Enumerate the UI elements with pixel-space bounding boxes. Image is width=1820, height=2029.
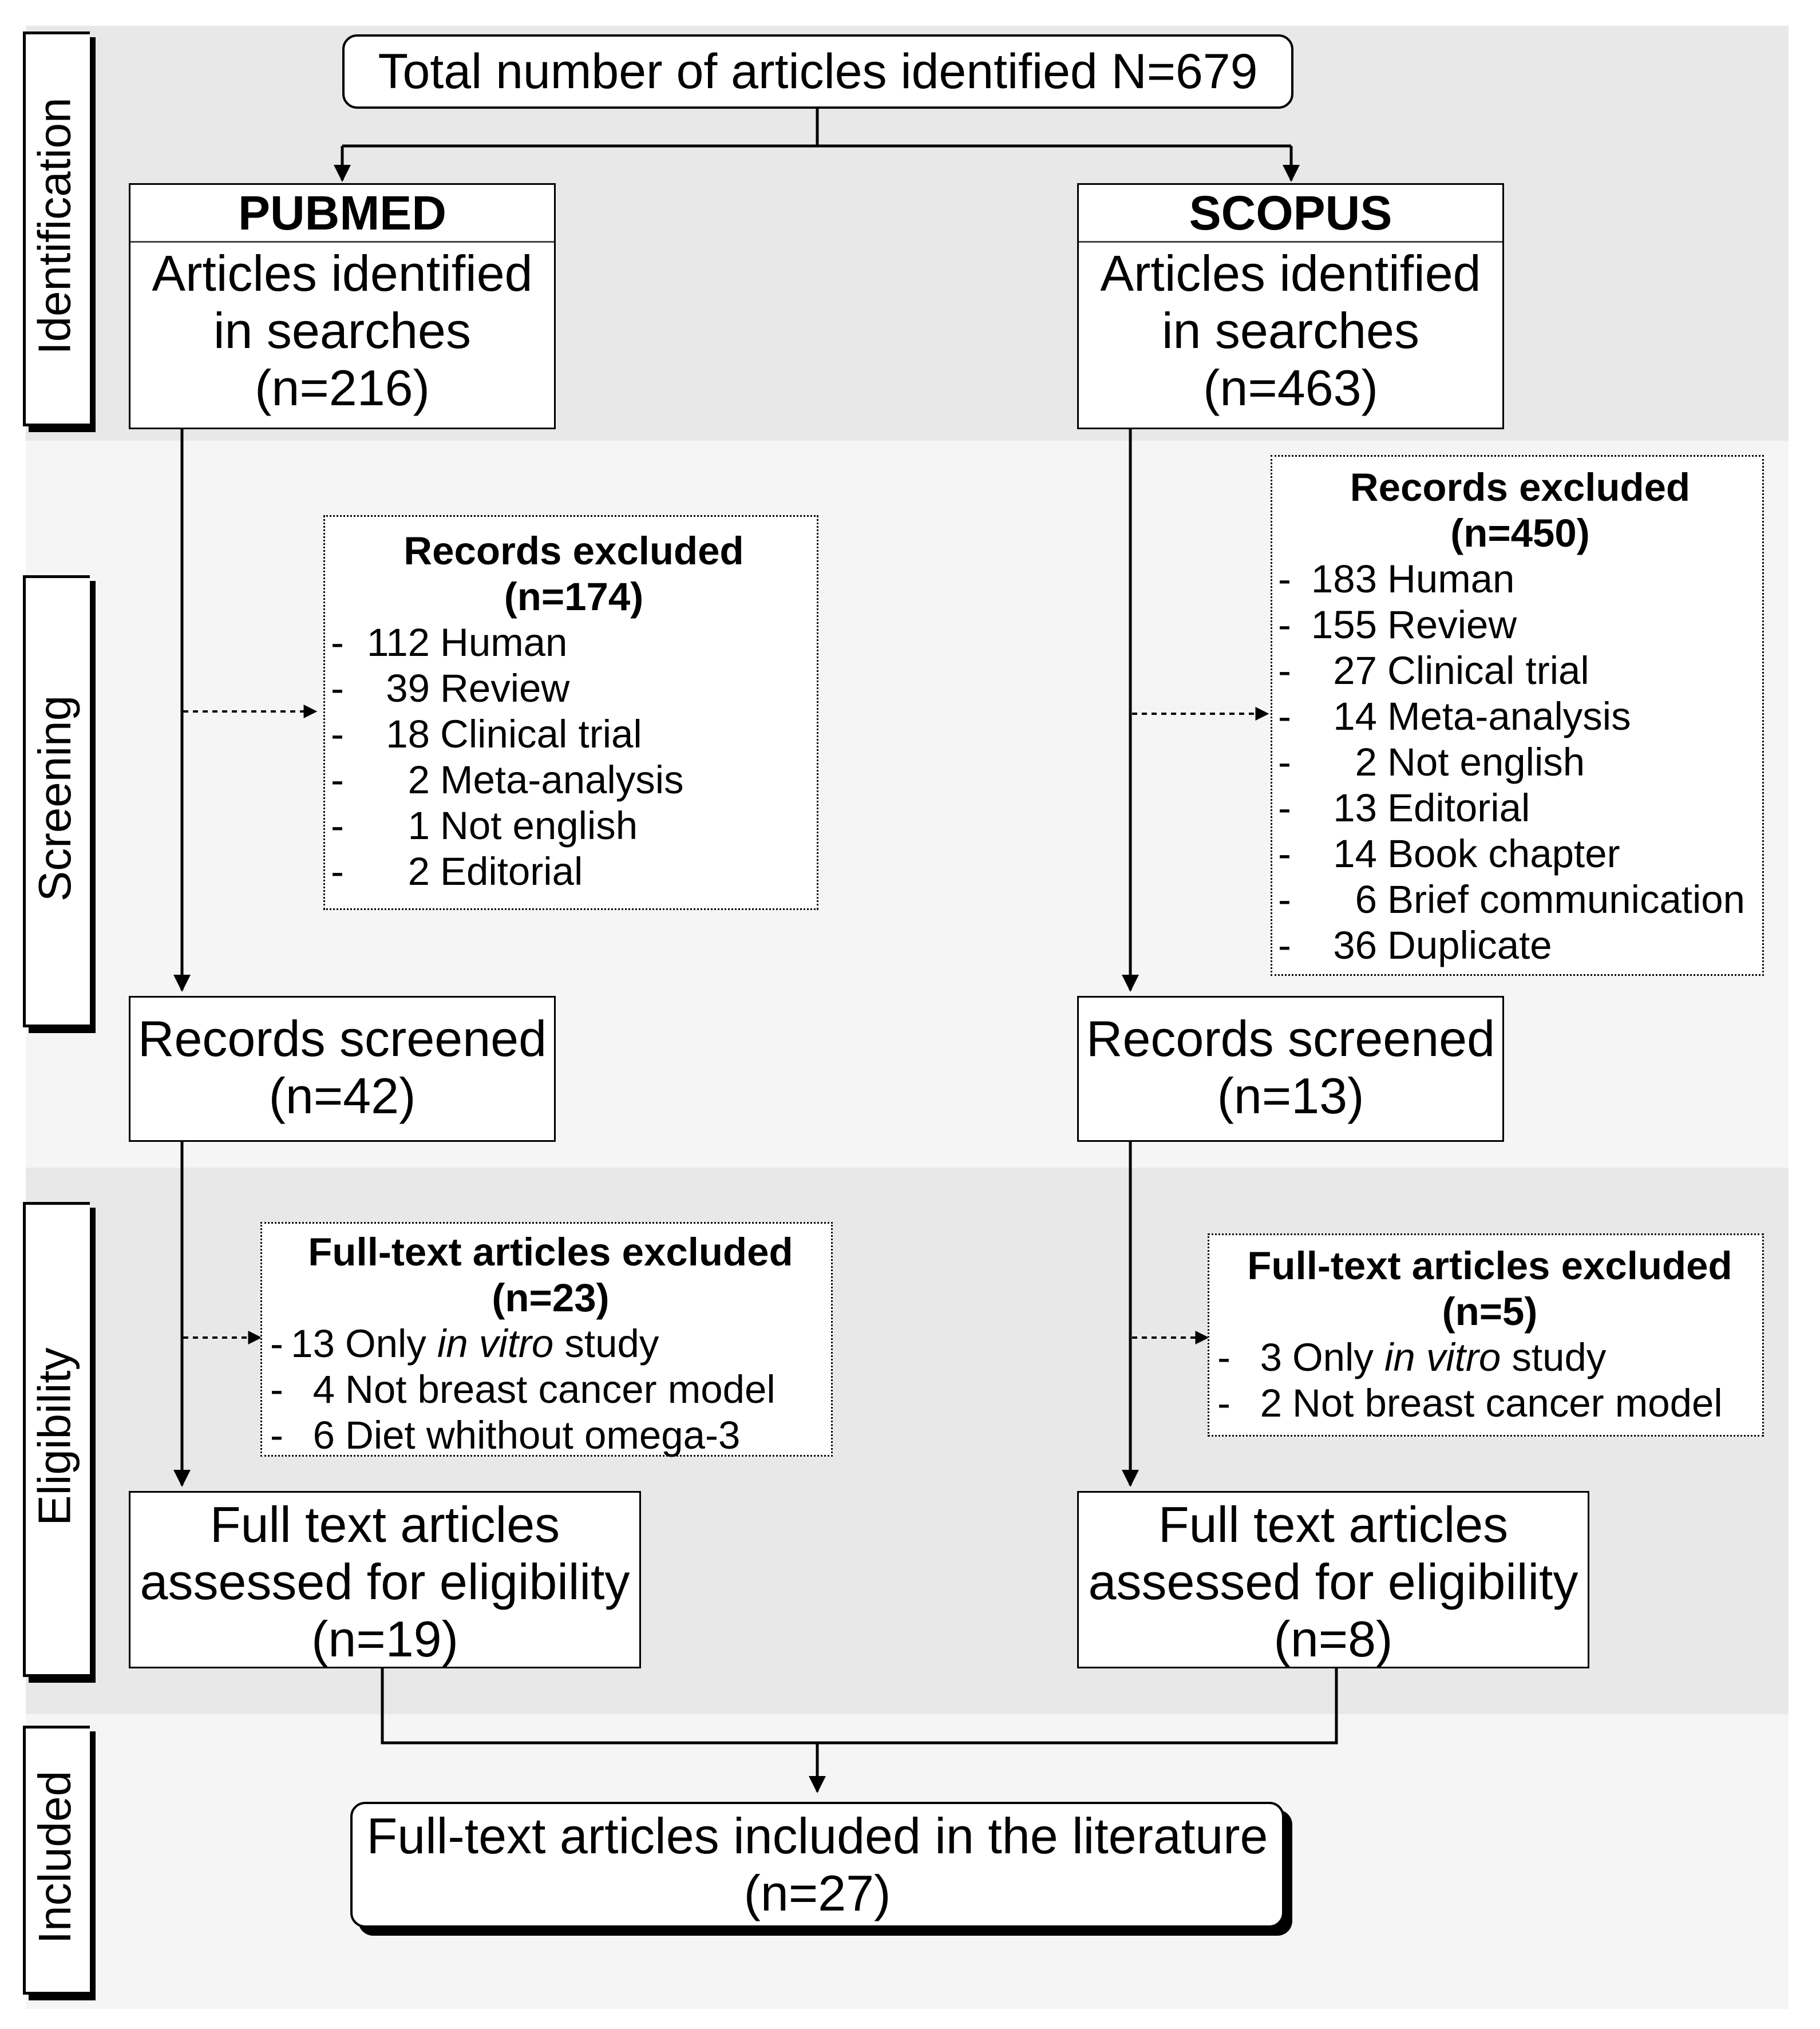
connector-total-split (342, 109, 1291, 148)
stage-tab-identification (23, 31, 90, 426)
included-box: Full-text articles included in the liter… (350, 1802, 1284, 1928)
pubmed-identified-count: (n=216) (255, 359, 430, 416)
total-articles-text: Total number of articles identified N=67… (378, 44, 1258, 99)
stage-tab-screening (23, 575, 90, 1027)
scopus-excluded-title: Records excluded (1350, 465, 1691, 509)
scopus-assessed-line1: Full text articles (1158, 1496, 1509, 1553)
scopus-identified-line1: Articles identified (1100, 245, 1481, 302)
scopus-assessed-box: Full text articles assessed for eligibil… (1077, 1491, 1589, 1668)
scopus-screened-count: (n=13) (1217, 1067, 1364, 1124)
pubmed-records-screened-box: Records screened (n=42) (129, 996, 556, 1142)
scopus-records-screened-box: Records screened (n=13) (1077, 996, 1504, 1142)
pubmed-fulltext-excluded-count: (n=23) (492, 1276, 610, 1320)
scopus-identified-count: (n=463) (1203, 359, 1378, 416)
included-label: Full-text articles included in the liter… (366, 1807, 1268, 1864)
scopus-header: SCOPUS (1079, 185, 1502, 243)
pubmed-assessed-count: (n=19) (311, 1611, 458, 1667)
pubmed-identified-box: PUBMED Articles identified in searches (… (129, 183, 556, 429)
total-articles-box: Total number of articles identified N=67… (342, 34, 1293, 109)
pubmed-assessed-box: Full text articles assessed for eligibil… (129, 1491, 641, 1668)
scopus-fulltext-excluded-count: (n=5) (1442, 1290, 1538, 1334)
scopus-identified-line2: in searches (1161, 302, 1419, 359)
connector-merge (381, 1668, 1338, 1789)
pubmed-screened-label: Records screened (137, 1010, 547, 1067)
scopus-assessed-line2: assessed for eligibility (1088, 1553, 1578, 1610)
stage-tab-eligibility (23, 1202, 90, 1677)
scopus-screened-label: Records screened (1086, 1010, 1495, 1067)
pubmed-fulltext-excluded-title: Full-text articles excluded (308, 1230, 793, 1274)
stage-tab-included (23, 1726, 90, 1995)
scopus-assessed-count: (n=8) (1273, 1611, 1393, 1667)
pubmed-assessed-line1: Full text articles (209, 1496, 560, 1553)
scopus-identified-box: SCOPUS Articles identified in searches (… (1077, 183, 1504, 429)
pubmed-excluded-title: Records excluded (403, 529, 744, 573)
scopus-fulltext-excluded-title: Full-text articles excluded (1247, 1244, 1732, 1288)
scopus-excluded-count: (n=450) (1450, 511, 1590, 555)
pubmed-assessed-line2: assessed for eligibility (140, 1553, 630, 1610)
pubmed-identified-line1: Articles identified (152, 245, 533, 302)
pubmed-excluded-count: (n=174) (504, 575, 644, 619)
included-count: (n=27) (743, 1865, 891, 1921)
pubmed-header: PUBMED (130, 185, 554, 243)
pubmed-identified-line2: in searches (213, 302, 471, 359)
pubmed-screened-count: (n=42) (268, 1067, 416, 1124)
